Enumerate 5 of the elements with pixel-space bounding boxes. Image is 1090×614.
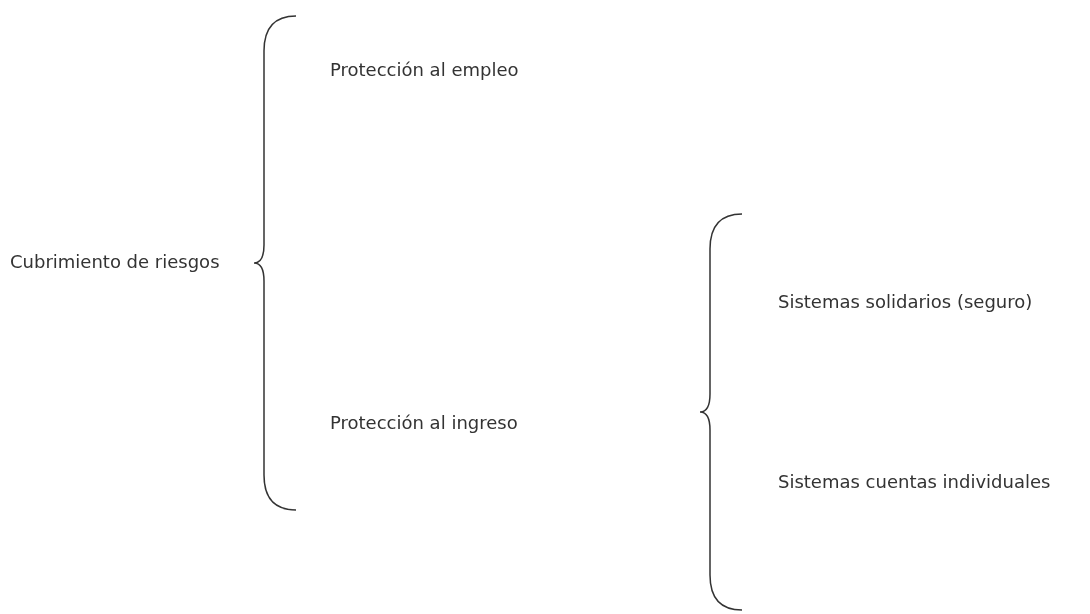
branch-label: Protección al ingreso <box>330 411 518 435</box>
root-label: Cubrimiento de riesgos <box>10 250 220 274</box>
branch-label: Sistemas cuentas individuales <box>778 470 1051 494</box>
branch-label: Sistemas solidarios (seguro) <box>778 290 1033 314</box>
branch-label: Protección al empleo <box>330 58 519 82</box>
